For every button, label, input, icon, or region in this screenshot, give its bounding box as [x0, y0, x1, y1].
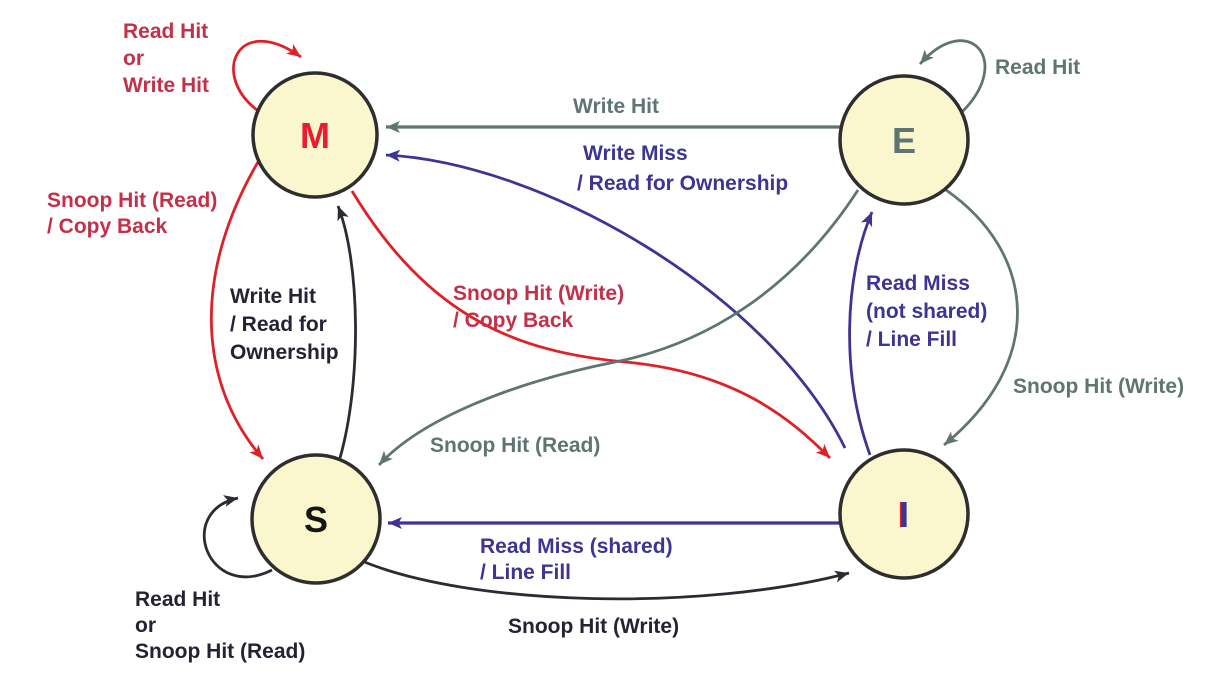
label-line: / Line Fill [480, 561, 571, 584]
state-node-m [251, 71, 379, 199]
label-line: Write Miss [583, 142, 688, 165]
edge-i-to-m [385, 149, 847, 449]
label-i-to-s: Read Miss (shared) / Line Fill [480, 535, 673, 584]
label-m-to-i: Snoop Hit (Write) / Copy Back [453, 282, 624, 332]
edge-m-to-s [210, 161, 265, 460]
label-e-to-i: Snoop Hit (Write) [1013, 375, 1184, 398]
edge-e-to-s [377, 189, 860, 466]
label-line: / Line Fill [866, 328, 957, 351]
edge-s-to-i [361, 559, 850, 601]
label-line: or [135, 614, 156, 637]
state-letter-m: M [300, 115, 330, 156]
label-line: Read Miss (shared) [480, 535, 673, 558]
label-line: Write Hit [573, 95, 659, 118]
label-line: Snoop Hit (Read) [430, 434, 600, 457]
label-s-to-i: Snoop Hit (Write) [508, 615, 679, 638]
state-node-i [838, 448, 970, 580]
edge-m-self-loop [232, 39, 302, 112]
label-line: Write Hit [230, 285, 316, 308]
label-line: Ownership [230, 341, 339, 364]
label-line: Snoop Hit (Write) [1013, 375, 1184, 398]
edge-s-self-loop [202, 495, 273, 579]
state-letter-i: I [899, 494, 909, 535]
state-node-s [250, 453, 382, 585]
label-line: Snoop Hit (Write) [508, 615, 679, 638]
label-line: Read Miss [866, 272, 970, 295]
label-line: / Read for [230, 313, 327, 336]
label-e-to-m: Write Hit [573, 95, 659, 118]
state-node-e [838, 74, 970, 206]
label-line: Write Hit [123, 74, 209, 97]
label-line: (not shared) [866, 300, 987, 323]
label-line: Snoop Hit (Read) [47, 189, 217, 212]
label-m-self-loop: Read Hit or Write Hit [123, 20, 209, 97]
label-line: / Read for Ownership [577, 172, 788, 195]
label-line: Snoop Hit (Read) [135, 640, 305, 663]
edge-i-to-e [848, 211, 874, 456]
label-line: or [123, 47, 144, 70]
state-letter-s: S [304, 499, 328, 540]
label-i-to-m: Write Miss / Read for Ownership [577, 142, 788, 195]
label-e-to-s: Snoop Hit (Read) [430, 434, 600, 457]
label-e-self-loop: Read Hit [995, 56, 1080, 79]
label-s-self-loop: Read Hit or Snoop Hit (Read) [135, 588, 305, 663]
edge-s-to-m [336, 205, 357, 459]
edge-m-to-i [350, 190, 831, 459]
label-line: Read Hit [123, 20, 208, 43]
label-line: Read Hit [995, 56, 1080, 79]
state-letter-e: E [892, 120, 916, 161]
label-line: / Copy Back [47, 215, 168, 238]
label-line: Snoop Hit (Write) [453, 282, 624, 305]
state-letter-i-shadow: I [897, 494, 907, 535]
label-i-to-e: Read Miss (not shared) / Line Fill [866, 272, 987, 351]
label-line: / Copy Back [453, 309, 574, 332]
label-line: Read Hit [135, 588, 220, 611]
label-m-to-s: Snoop Hit (Read) / Copy Back [47, 189, 217, 238]
edge-e-self-loop [918, 39, 987, 113]
edge-e-to-i [943, 188, 1019, 447]
label-s-to-m: Write Hit / Read for Ownership [230, 285, 339, 364]
